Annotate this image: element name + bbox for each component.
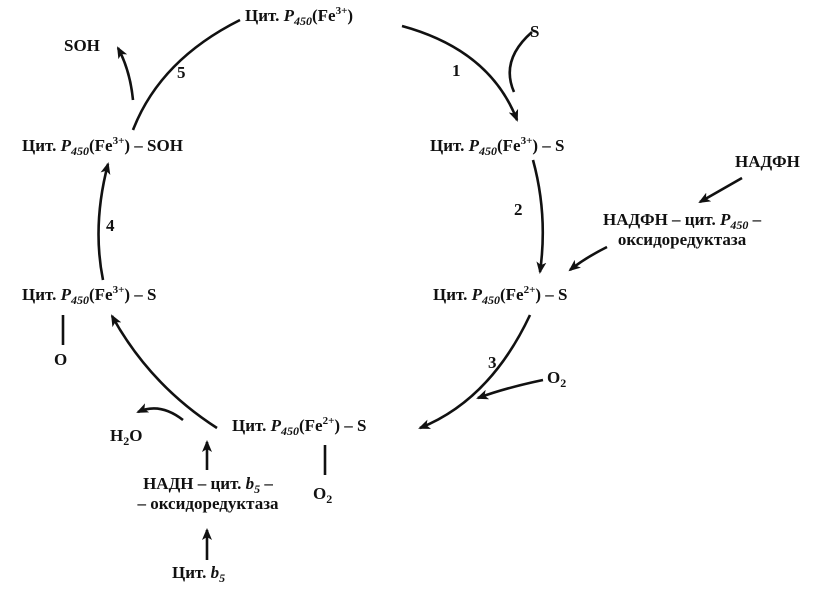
arrow-step-1 — [401, 24, 519, 122]
cyt-b5: Цит. b5 — [172, 563, 226, 585]
cyp-fe3-s-oxygen: Цит. P450(Fe3+) – S — [22, 284, 157, 307]
cyp-fe2-s: Цит. P450(Fe2+) – S — [433, 284, 568, 307]
arrow-h2o-out — [136, 403, 184, 422]
cyp-fe3-soh: Цит. P450(Fe3+) – SOH — [22, 135, 183, 158]
arrow-substrate-in — [508, 31, 533, 93]
arrow-nadph-in — [698, 176, 743, 204]
step-1: 1 — [452, 61, 461, 80]
arrow-reductase-in — [568, 245, 608, 272]
nadph: НАДФН — [735, 152, 800, 171]
arrow-step-5 — [131, 18, 241, 131]
substrate-input: S — [530, 22, 540, 41]
bound-oxygen: O — [54, 350, 68, 369]
h2o-output: H2O — [110, 426, 143, 448]
step-3: 3 — [488, 353, 497, 372]
nadph-reductase: НАДФН – цит. P450 – оксидоредуктаза — [603, 210, 762, 249]
arrow-step-4 — [97, 162, 111, 281]
arrow-step-2 — [531, 159, 547, 274]
bound-o2: O2 — [313, 484, 333, 506]
cyp-fe3-s: Цит. P450(Fe3+) – S — [430, 135, 565, 158]
step-5: 5 — [177, 63, 186, 82]
arrow-o2-in — [476, 378, 544, 400]
arrow-step-4-lower — [110, 314, 218, 430]
arrow-step-3 — [418, 314, 532, 430]
o2-input: O2 — [547, 368, 567, 390]
arrow-soh-out — [116, 46, 135, 101]
step-4: 4 — [106, 216, 115, 235]
nadh-reductase: НАДН – цит. b5 – – оксидоредуктаза — [137, 474, 279, 513]
product-soh: SOH — [64, 36, 100, 55]
cyp-fe3-top: Цит. P450(Fe3+) — [245, 5, 354, 28]
step-2: 2 — [514, 200, 523, 219]
cyp-fe2-s-o2: Цит. P450(Fe2+) – S — [232, 415, 367, 438]
